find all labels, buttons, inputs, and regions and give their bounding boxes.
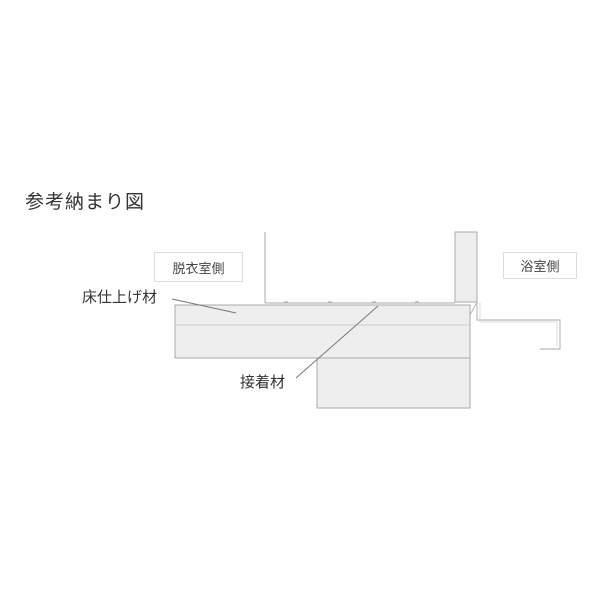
threshold-bumps <box>283 301 420 304</box>
floor-slab <box>174 304 471 359</box>
bathroom-side-label: 浴室側 <box>503 252 577 279</box>
adhesive-label: 接着材 <box>240 373 286 391</box>
dressing-room-side-label: 脱衣室側 <box>154 252 243 282</box>
lower-block <box>316 357 471 409</box>
adhesive-leader <box>295 305 379 379</box>
floor-finish-leader <box>171 298 237 314</box>
wall-joint <box>469 301 478 316</box>
bath-drain-inner <box>479 302 558 347</box>
bathroom-wall <box>454 231 478 303</box>
diagram-title: 参考納まり図 <box>25 191 146 213</box>
floor-finish-label: 床仕上げ材 <box>82 288 158 306</box>
bath-drain-profile <box>476 302 561 350</box>
